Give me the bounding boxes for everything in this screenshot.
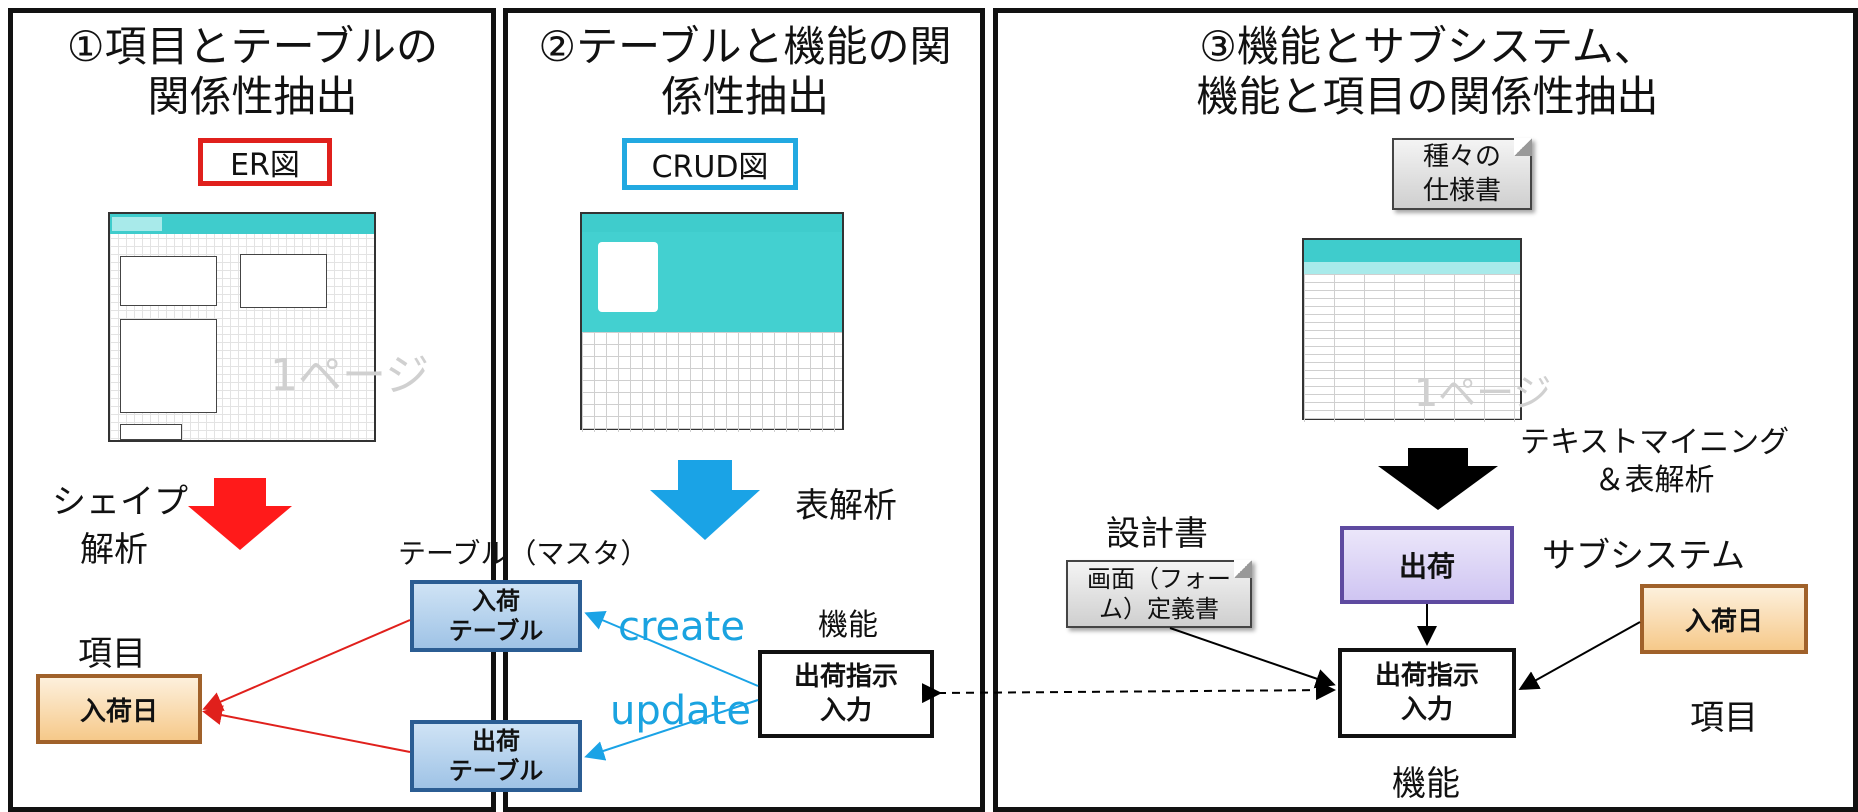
er-diagram-thumbnail: 1ページ: [108, 212, 429, 442]
item-box-arrival-date-right: 入荷日: [1640, 584, 1808, 654]
shape-analysis-line1: シェイプ: [52, 482, 188, 522]
screen-definition-document: 画面（フォー ム）定義書: [1066, 560, 1252, 628]
er-diagram-label: ER図: [198, 138, 332, 186]
spec-page-watermark: 1ページ: [1414, 371, 1552, 415]
shipping-instruction-function-mid: 出荷指示 入力: [758, 650, 934, 738]
panel2-title: ②テーブルと機能の関 係性抽出: [515, 22, 975, 122]
shape-analysis-label: シェイプ 解析: [52, 478, 188, 574]
item-label-right: 項目: [1690, 698, 1758, 738]
function-label-right: 機能: [1392, 764, 1460, 804]
panel2-title-line1: ②テーブルと機能の関: [538, 22, 952, 71]
various-specs-line1: 種々の: [1422, 142, 1501, 172]
shipping-table-line2: テーブル: [448, 757, 544, 785]
subsystem-shipping-box: 出荷: [1340, 526, 1514, 604]
various-specs-document: 種々の 仕様書: [1392, 138, 1532, 210]
crud-diagram-thumbnail: [580, 212, 844, 432]
function-mid-line2: 入力: [819, 696, 872, 726]
various-specs-line2: 仕様書: [1422, 176, 1501, 206]
shipping-table-line1: 出荷: [472, 727, 520, 755]
screen-doc-line2: ム）定義書: [1099, 595, 1219, 623]
shape-analysis-line2: 解析: [80, 530, 148, 570]
arrival-table-box: 入荷 テーブル: [410, 580, 582, 652]
function-right-line2: 入力: [1400, 695, 1453, 725]
panel1-title-line1: ①項目とテーブルの: [66, 22, 439, 71]
subsystem-label: サブシステム: [1542, 536, 1745, 576]
function-label-mid: 機能: [818, 608, 878, 643]
text-mining-line2: ＆表解析: [1594, 463, 1715, 498]
table-analysis-label: 表解析: [795, 486, 897, 526]
item-label-left: 項目: [78, 634, 146, 674]
panel3-title-line2: 機能と項目の関係性抽出: [1196, 72, 1659, 121]
crud-diagram-label: CRUD図: [622, 138, 798, 190]
function-right-line1: 出荷指示: [1374, 661, 1479, 691]
panel1-title-line2: 関係性抽出: [147, 72, 358, 121]
create-operation-label: create: [618, 604, 745, 650]
spec-document-thumbnail: 1ページ: [1302, 238, 1551, 422]
panel3-title: ③機能とサブシステム、 機能と項目の関係性抽出: [1000, 22, 1855, 122]
function-mid-line1: 出荷指示: [793, 662, 898, 692]
black-down-arrow: [1378, 448, 1498, 510]
panel2-title-line2: 係性抽出: [660, 72, 829, 121]
red-down-arrow: [188, 478, 292, 550]
panel1-title: ①項目とテーブルの 関係性抽出: [30, 22, 475, 122]
arrival-table-line2: テーブル: [448, 617, 544, 645]
blue-down-arrow: [650, 460, 760, 540]
arrival-table-line1: 入荷: [472, 587, 520, 615]
panel3-title-line1: ③機能とサブシステム、: [1199, 22, 1656, 71]
item-box-arrival-date-left: 入荷日: [36, 674, 202, 744]
shipping-table-box: 出荷 テーブル: [410, 720, 582, 792]
table-master-label: テーブル（マスタ）: [398, 537, 649, 570]
update-operation-label: update: [610, 688, 751, 734]
shipping-instruction-function-right: 出荷指示 入力: [1338, 648, 1516, 738]
screen-doc-line1: 画面（フォー: [1087, 565, 1231, 593]
text-mining-line1: テキストマイニング: [1520, 425, 1790, 460]
design-doc-label: 設計書: [1106, 514, 1208, 554]
er-page-watermark: 1ページ: [270, 350, 430, 401]
text-mining-label: テキストマイニング ＆表解析: [1520, 424, 1789, 500]
